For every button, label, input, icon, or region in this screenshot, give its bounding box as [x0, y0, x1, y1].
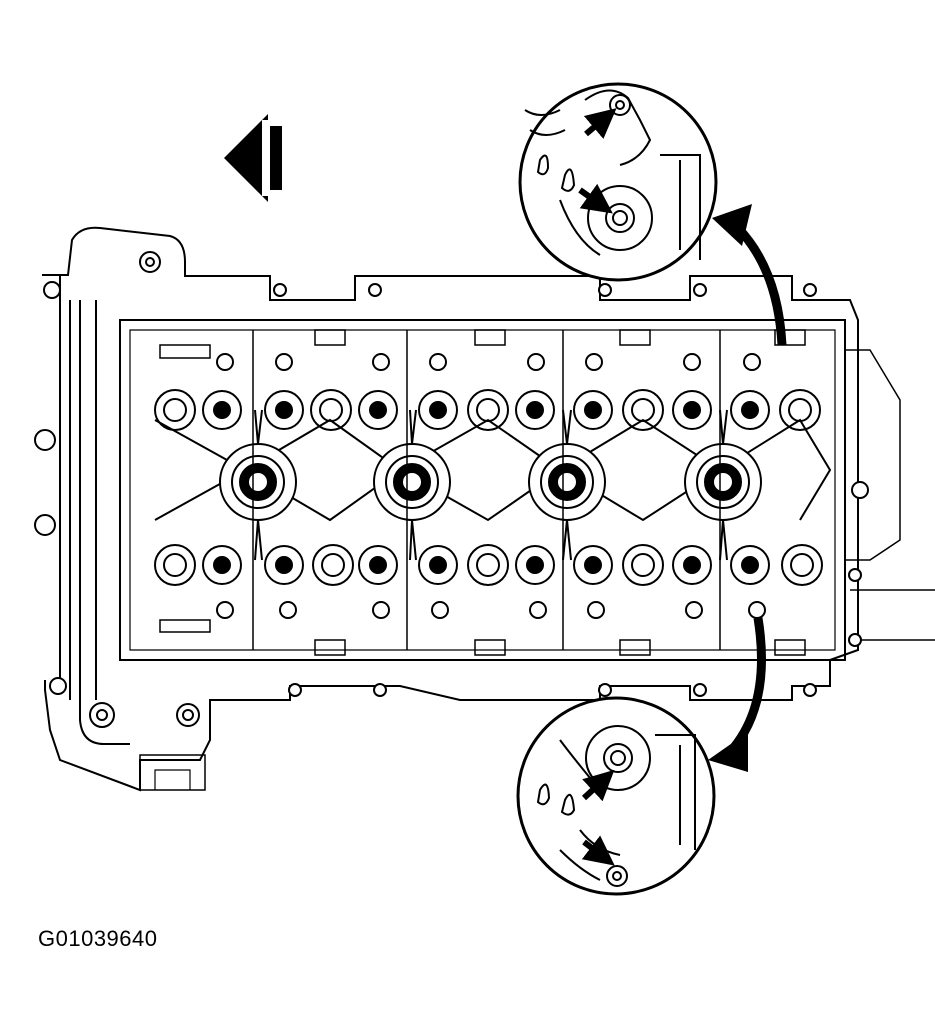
upper-detail-view	[518, 82, 718, 282]
pointer-arrow-icon	[581, 769, 615, 802]
figure-code: G01039640	[38, 926, 158, 951]
spark-plug-bores	[154, 409, 832, 561]
cam-journal-separators	[159, 329, 806, 656]
pointer-arrow-icon	[581, 835, 615, 866]
lower-detail-view	[516, 696, 716, 896]
perimeter-bolt-holes	[34, 251, 869, 728]
pointer-arrow-icon	[578, 183, 613, 214]
callout-arrow-icon	[712, 204, 787, 346]
direction-arrow-icon	[224, 114, 282, 202]
callout-arrow-icon	[708, 617, 766, 772]
upper-cap-bolts	[216, 353, 761, 371]
lower-valve-row	[154, 544, 823, 586]
lower-cap-bolts	[216, 601, 766, 619]
upper-valve-row	[154, 389, 821, 431]
pointer-arrow-icon	[583, 108, 617, 139]
